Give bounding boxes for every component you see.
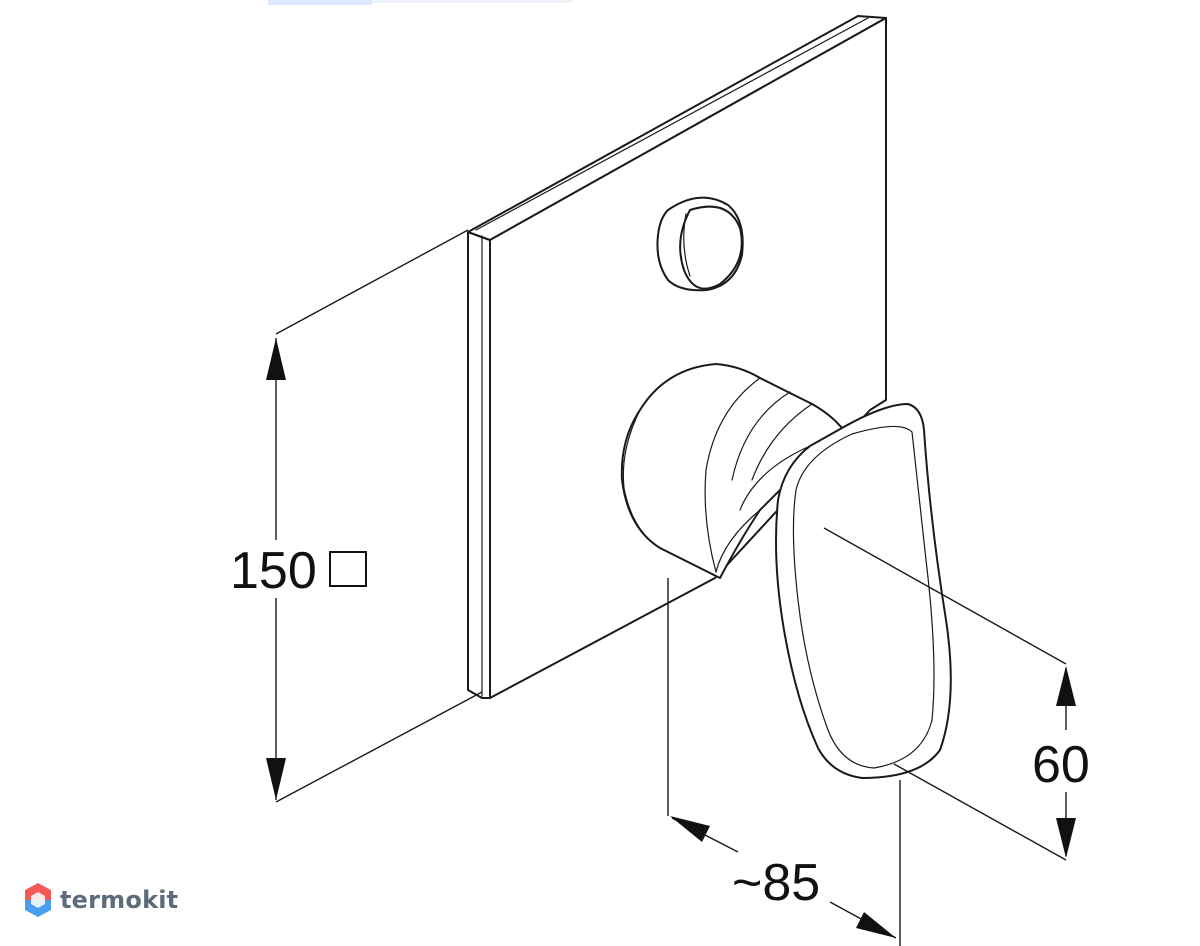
lever-handle <box>715 403 952 779</box>
diverter-button-rim <box>683 213 691 277</box>
lever-handle-outline <box>775 403 952 779</box>
extension-line <box>275 229 469 335</box>
dimension-projection: ~85 <box>667 578 901 946</box>
dimension-plate-height: 150 <box>230 229 483 803</box>
cover-plate-edge-line <box>475 17 869 231</box>
hexagon-shield-icon <box>25 883 51 917</box>
square-symbol-icon <box>329 551 367 587</box>
plate-height-label: 150 <box>230 542 317 600</box>
arrow-head-right <box>856 912 896 938</box>
logo-text: termokit <box>60 886 179 914</box>
diverter-button-face <box>679 205 743 290</box>
arrow-head-down <box>266 758 286 800</box>
extension-line <box>275 691 483 803</box>
arrow-head-up <box>266 338 286 380</box>
lever-handle-neck <box>739 445 811 511</box>
mixer-body-front <box>622 409 661 549</box>
mixer-body-ring <box>704 377 761 573</box>
mixer-body-ring <box>751 403 813 481</box>
extension-line <box>893 763 1067 861</box>
cover-plate-edge <box>467 231 491 699</box>
handle-height-label: 60 <box>1032 736 1090 794</box>
lever-handle-inner <box>792 425 935 769</box>
diverter-button <box>656 196 744 292</box>
extension-line <box>823 527 1067 665</box>
projection-label: ~85 <box>732 854 820 912</box>
label-background <box>232 540 322 598</box>
cover-plate <box>467 15 887 699</box>
header-strip <box>372 0 572 3</box>
dimension-handle-height: 60 <box>823 527 1090 861</box>
arrow-head-left <box>670 816 710 842</box>
arrow-head-up <box>1056 666 1076 706</box>
arrow-head-down <box>1056 818 1076 858</box>
mixer-body-ring <box>731 391 791 481</box>
mixer-body <box>620 363 843 579</box>
cover-plate-face <box>489 17 887 699</box>
termokit-logo: termokit <box>24 882 178 918</box>
lever-handle-neck <box>715 509 761 573</box>
header-strip <box>268 0 372 5</box>
